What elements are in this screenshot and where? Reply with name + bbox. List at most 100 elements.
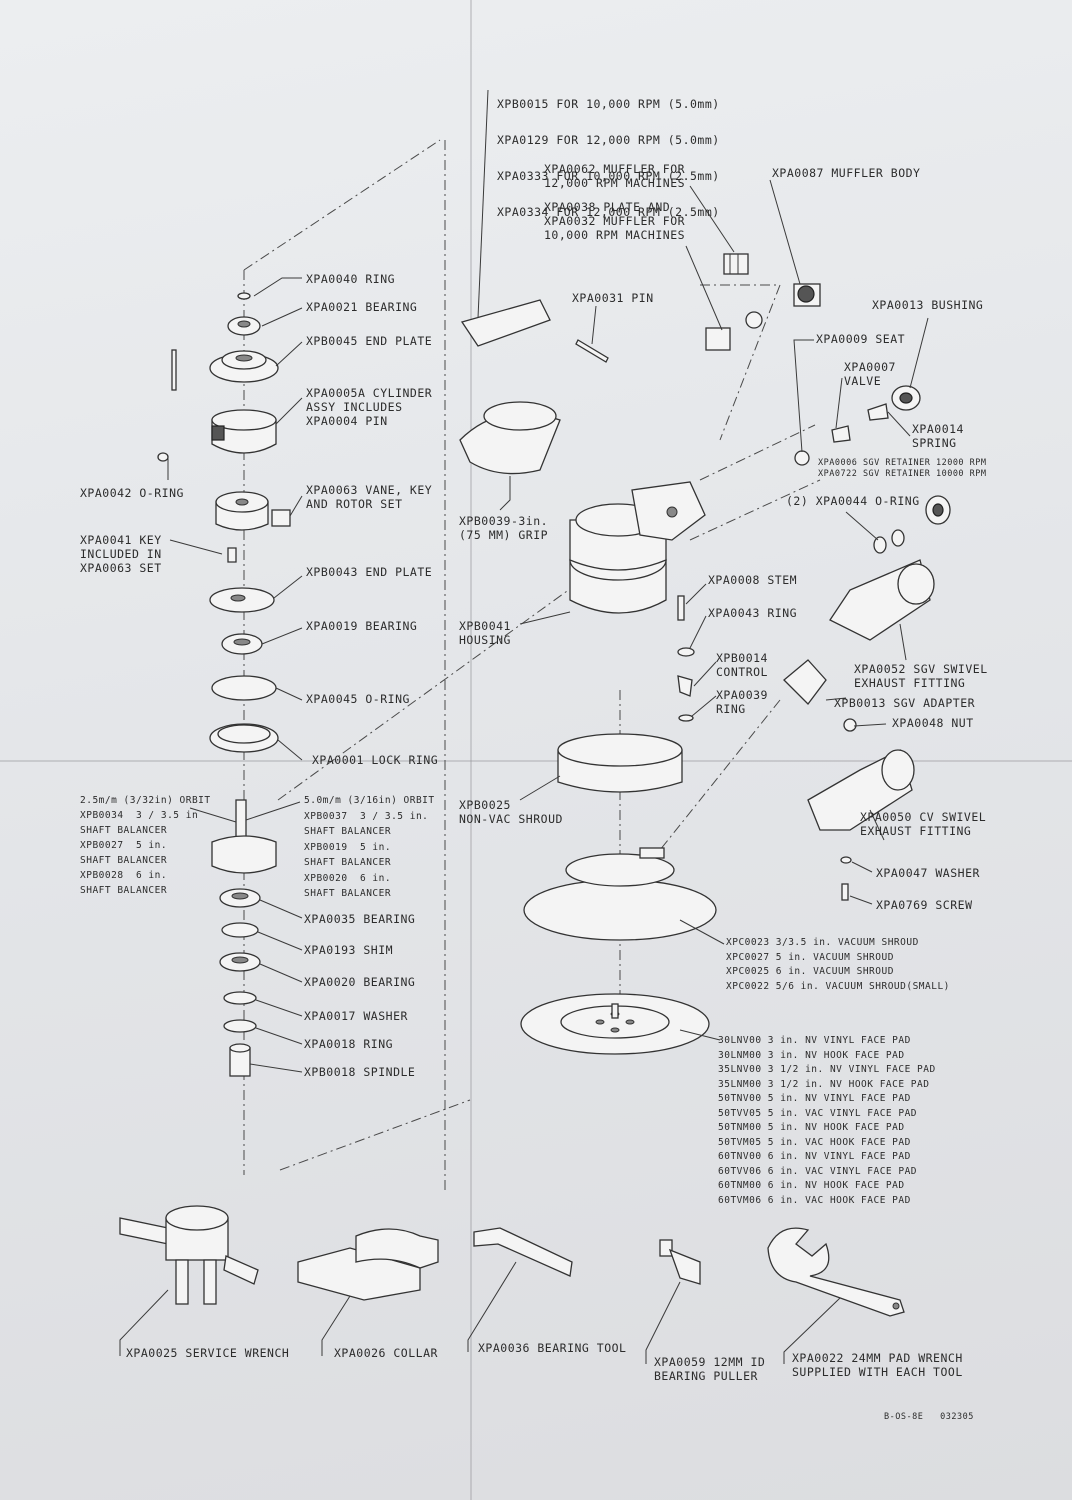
label-pad-wrench: XPA0022 24MM PAD WRENCH SUPPLIED WITH EA… [792, 1351, 963, 1379]
washer-xpa0017 [223, 991, 257, 1005]
key-xpa0041 [227, 547, 237, 563]
label-xpa0005a: XPA0005A CYLINDER ASSY INCLUDES XPA0004 … [306, 386, 433, 428]
grip-plate [460, 299, 551, 347]
non-vac-shroud-xpb0025 [557, 733, 683, 793]
spindle-xpb0018 [229, 1043, 251, 1077]
ring-xpa0040 [237, 292, 251, 300]
bearing-puller-xpa0059 [659, 1239, 701, 1285]
pin-xpa0031 [575, 339, 609, 363]
label-xpb0043: XPB0043 END PLATE [306, 565, 433, 579]
label-xpa0014: XPA0014 SPRING [912, 422, 964, 450]
vacuum-shroud [523, 847, 717, 941]
label-bearing-tool: XPA0036 BEARING TOOL [478, 1341, 627, 1355]
label-collar: XPA0026 COLLAR [334, 1346, 438, 1360]
label-xpb0045: XPB0045 END PLATE [306, 334, 433, 348]
label-xpa0087: XPA0087 MUFFLER BODY [772, 166, 921, 180]
label-xpa0052: XPA0052 SGV SWIVEL EXHAUST FITTING [854, 662, 988, 690]
label-xpa0038: XPA0038 PLATE AND XPA0032 MUFFLER FOR 10… [544, 200, 686, 242]
horizontal-fold-crease [0, 760, 1072, 762]
left-lower-guide [277, 559, 611, 801]
service-wrench-xpa0025 [119, 1205, 259, 1305]
label-xpa0018: XPA0018 RING [304, 1037, 394, 1051]
ring-xpa0039 [678, 714, 694, 722]
left-to-housing-guide [243, 139, 441, 271]
label-orbit-large: 5.0m/m (3/16in) ORBIT XPB0037 3 / 3.5 in… [304, 795, 435, 899]
bearing-xpa0019 [221, 633, 263, 655]
muffler-body-xpa0087 [793, 283, 821, 307]
label-xpa0042: XPA0042 O-RING [80, 486, 184, 500]
cv-swivel-fitting-xpa0050 [807, 749, 915, 831]
label-xpa0035: XPA0035 BEARING [304, 912, 416, 926]
label-xpa0017: XPA0017 WASHER [304, 1009, 408, 1023]
o-ring-xpa0042 [157, 452, 169, 462]
sgv-adapter-xpb0013 [783, 659, 827, 705]
retainer [925, 495, 951, 525]
label-xpa0008: XPA0008 STEM [708, 573, 798, 587]
pad-wrench-xpa0022 [767, 1227, 905, 1317]
grip-xpb0039 [459, 401, 561, 475]
label-bearing-puller: XPA0059 12MM ID BEARING PULLER [654, 1355, 766, 1383]
cylinder-xpa0005a [211, 409, 277, 454]
label-xpa0013: XPA0013 BUSHING [872, 298, 984, 312]
o-ring-xpa0044-b [891, 529, 905, 547]
label-xpa0007: XPA0007 VALVE [844, 360, 896, 388]
label-xpa0769: XPA0769 SCREW [876, 898, 973, 912]
vertical-fold-crease [470, 0, 472, 1500]
leader-lines [167, 89, 929, 1073]
label-service-wrench: XPA0025 SERVICE WRENCH [126, 1346, 290, 1360]
spring-xpa0014 [867, 403, 889, 421]
washer-xpa0047 [840, 856, 852, 864]
label-xpa0001: XPA0001 LOCK RING [312, 753, 439, 767]
ring-xpa0018 [223, 1019, 257, 1033]
muffler-guide [700, 284, 781, 441]
exhaust-guide [699, 424, 816, 481]
housing-xpb0041 [569, 481, 706, 614]
label-xpb0014: XPB0014 CONTROL [716, 651, 768, 679]
label-xpa0048: XPA0048 NUT [892, 716, 974, 730]
document-code: B-OS-8E 032305 [884, 1412, 974, 1422]
label-xpa0021: XPA0021 BEARING [306, 300, 418, 314]
label-xpa0063: XPA0063 VANE, KEY AND ROTOR SET [306, 483, 433, 511]
label-xpa0009: XPA0009 SEAT [816, 332, 906, 346]
label-xpa0045: XPA0045 O-RING [306, 692, 410, 706]
o-ring-xpa0045 [211, 675, 277, 701]
screw-xpa0769 [841, 883, 849, 901]
label-xpa0043: XPA0043 RING [708, 606, 798, 620]
label-xpa0020: XPA0020 BEARING [304, 975, 416, 989]
plate-xpa0038 [705, 311, 763, 351]
label-xpa0019: XPA0019 BEARING [306, 619, 418, 633]
label-xpa0047: XPA0047 WASHER [876, 866, 980, 880]
seat-xpa0009 [794, 450, 810, 466]
rpm-note-line: XPA0334 FOR 12,000 RPM (2.5mm) [497, 205, 720, 219]
housing-rpm-note: XPB0015 FOR 10,000 RPM (5.0mm) XPA0129 F… [497, 74, 720, 242]
label-xpa0040: XPA0040 RING [306, 272, 396, 286]
bearing-xpa0021 [227, 316, 261, 336]
label-xpa0041: XPA0041 KEY INCLUDED IN XPA0063 SET [80, 533, 162, 575]
bearing-tool-xpa0036 [473, 1227, 573, 1277]
pin-xpa0004 [171, 349, 177, 391]
nut-xpa0048 [843, 718, 857, 732]
end-plate-xpb0043 [209, 587, 275, 613]
o-ring-xpa0044-a [873, 536, 887, 554]
shaft-balancer [211, 799, 277, 874]
bearing-xpa0020 [219, 952, 261, 972]
shim-xpa0193 [221, 922, 259, 938]
sgv-swivel-fitting-xpa0052 [829, 559, 935, 641]
pad-guide [659, 699, 781, 851]
label-vacuum-shrouds: XPC0023 3/3.5 in. VACUUM SHROUD XPC0027 … [726, 937, 950, 992]
end-plate-xpb0045 [209, 350, 279, 383]
label-face-pads: 30LNV00 3 in. NV VINYL FACE PAD 30LNM00 … [718, 1035, 936, 1206]
rpm-note-line: XPA0333 FOR 10,000 RPM (2.5mm) [497, 169, 720, 183]
valve-xpa0007 [831, 425, 851, 443]
label-xpb0018: XPB0018 SPINDLE [304, 1065, 416, 1079]
label-xpb0039: XPB0039-3in. (75 MM) GRIP [459, 514, 549, 542]
label-xpa0039: XPA0039 RING [716, 688, 768, 716]
bearing-xpa0035 [219, 888, 261, 908]
left-lower-guide-2 [279, 1099, 471, 1171]
rotor-xpa0063 [215, 491, 291, 531]
label-xpa0044: (2) XPA0044 O-RING [786, 494, 920, 508]
label-xpa0193: XPA0193 SHIM [304, 943, 394, 957]
muffler-xpa0062 [723, 253, 749, 275]
